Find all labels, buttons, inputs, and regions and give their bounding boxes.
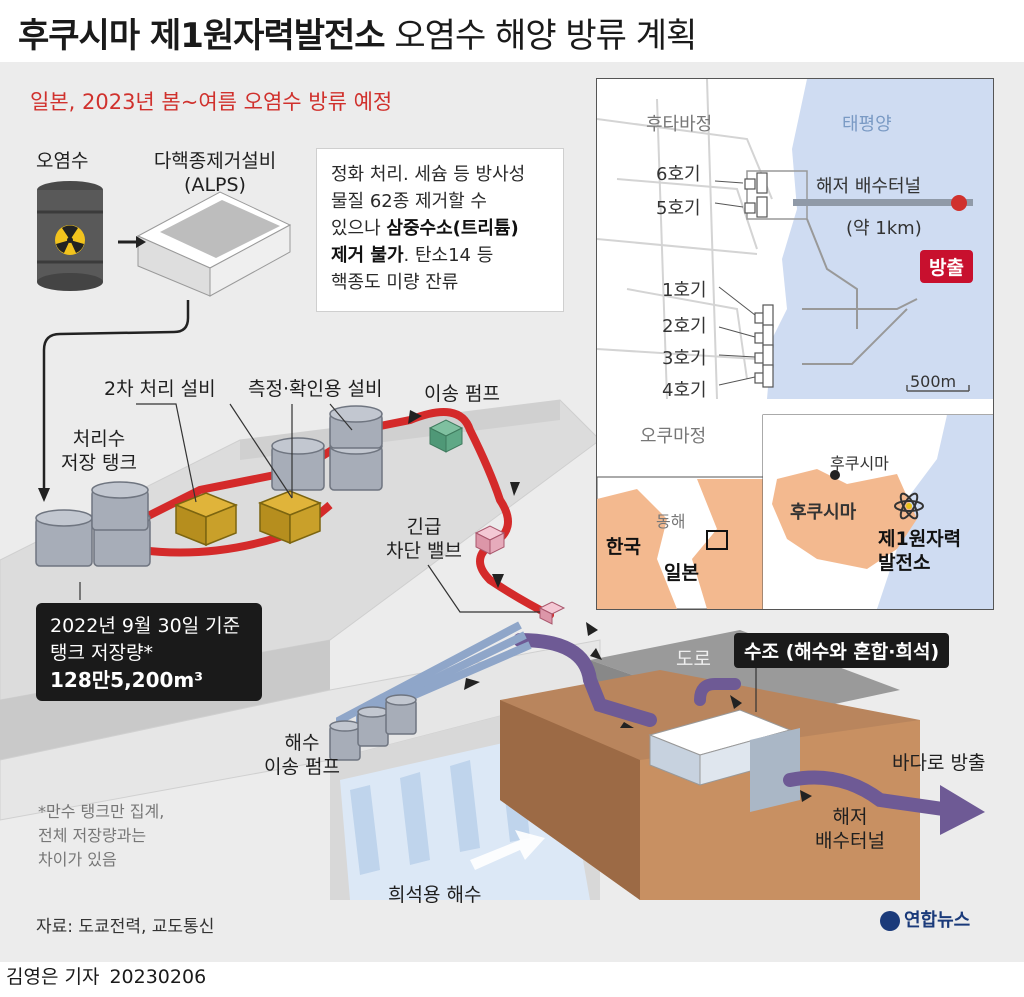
seawater-pump-label: 해수 이송 펌프 bbox=[252, 732, 352, 780]
tank-info-line1: 2022년 9월 30일 기준 bbox=[50, 615, 241, 637]
alps-label: 다핵종제거설비 (ALPS) bbox=[140, 150, 290, 198]
map-east-sea: 동해 bbox=[656, 512, 686, 531]
map-futaba: 후타바정 bbox=[646, 114, 713, 135]
note-line4-bold: 제거 불가 bbox=[331, 245, 404, 266]
map-plant-line2: 발전소 bbox=[878, 551, 931, 574]
note-line4: 제거 불가. 탄소14 등 bbox=[331, 242, 549, 269]
note-line2: 물질 62종 제거할 수 bbox=[331, 191, 487, 212]
byline-date: 20230206 bbox=[109, 966, 207, 988]
storage-tank-label: 처리수 저장 탱크 bbox=[44, 428, 154, 476]
footnote-line1: *만수 탱크만 집계, bbox=[38, 802, 165, 821]
byline-reporter: 김영은 기자 bbox=[6, 966, 100, 988]
footnote: *만수 탱크만 집계, 전체 저장량과는 차이가 있음 bbox=[38, 800, 164, 872]
map-okuma: 오쿠마정 bbox=[640, 426, 707, 447]
contaminated-water-label: 오염수 bbox=[36, 150, 89, 172]
seawater-pump-line2: 이송 펌프 bbox=[264, 755, 340, 778]
source: 자료: 도쿄전력, 교도통신 bbox=[36, 917, 215, 937]
map-unit2: 2호기 bbox=[662, 316, 707, 337]
tank-storage-info: 2022년 9월 30일 기준 탱크 저장량* 128만5,200m³ bbox=[36, 603, 262, 701]
emergency-valve-line2: 차단 밸브 bbox=[386, 539, 462, 562]
yonhap-logo: 연합뉴스 bbox=[880, 906, 970, 932]
map-unit3: 3호기 bbox=[662, 348, 707, 369]
note-line5: 핵종도 미량 잔류 bbox=[331, 272, 459, 293]
page-title: 후쿠시마 제1원자력발전소 오염수 해양 방류 계획 bbox=[18, 8, 697, 57]
map-pacific: 태평양 bbox=[842, 114, 892, 135]
note-line3: 있으나 삼중수소(트리튬) bbox=[331, 215, 549, 242]
footnote-line2: 전체 저장량과는 bbox=[38, 826, 147, 845]
road-label: 도로 bbox=[676, 648, 711, 670]
alps-label-line2: (ALPS) bbox=[184, 173, 246, 196]
secondary-treatment-label: 2차 처리 설비 bbox=[104, 378, 216, 400]
measurement-label: 측정·확인용 설비 bbox=[248, 378, 383, 400]
title-bold: 후쿠시마 제1원자력발전소 bbox=[18, 16, 386, 56]
emergency-valve-label: 긴급 차단 밸브 bbox=[382, 516, 466, 564]
footnote-line3: 차이가 있음 bbox=[38, 850, 117, 869]
alps-label-line1: 다핵종제거설비 bbox=[153, 150, 277, 172]
note-line3-pre: 있으나 bbox=[331, 218, 387, 239]
map-tunnel-length: (약 1km) bbox=[846, 218, 922, 239]
map-korea: 한국 bbox=[606, 536, 641, 558]
map-plant-label: 제1원자력 발전소 bbox=[878, 528, 961, 576]
subtitle: 일본, 2023년 봄~여름 오염수 방류 예정 bbox=[30, 90, 393, 114]
map-tunnel-label: 해저 배수터널 bbox=[816, 176, 922, 197]
alps-note: 정화 처리. 세슘 등 방사성 물질 62종 제거할 수 있으나 삼중수소(트리… bbox=[316, 148, 564, 312]
map-unit1: 1호기 bbox=[662, 280, 707, 301]
tank-info-line2: 탱크 저장량* bbox=[50, 641, 153, 664]
map-japan: 일본 bbox=[664, 562, 699, 584]
map-fukushima-pref: 후쿠시마 bbox=[790, 502, 857, 523]
dilution-seawater-label: 희석용 해수 bbox=[388, 884, 482, 906]
transfer-pump-label: 이송 펌프 bbox=[424, 383, 500, 405]
map-unit5: 5호기 bbox=[656, 198, 701, 219]
water-tank-label: 수조 (해수와 혼합·희석) bbox=[734, 633, 950, 668]
storage-tank-line1: 처리수 bbox=[72, 428, 126, 450]
yonhap-logo-icon bbox=[880, 911, 900, 931]
map-scale: 500m bbox=[910, 372, 957, 391]
plant-map bbox=[596, 78, 994, 610]
storage-tank-line2: 저장 탱크 bbox=[61, 451, 137, 474]
discharge-to-sea-label: 바다로 방출 bbox=[892, 752, 986, 774]
note-line1: 정화 처리. 세슘 등 방사성 bbox=[331, 164, 526, 185]
tank-info-value: 128만5,200m³ bbox=[50, 668, 204, 693]
undersea-tunnel-line1: 해저 bbox=[832, 806, 868, 828]
undersea-tunnel-label: 해저 배수터널 bbox=[800, 806, 900, 854]
map-fukushima-city: 후쿠시마 bbox=[830, 454, 889, 473]
emergency-valve-line1: 긴급 bbox=[406, 516, 442, 538]
title-light: 오염수 해양 방류 계획 bbox=[394, 16, 697, 56]
byline: 김영은 기자 20230206 bbox=[6, 962, 206, 989]
map-unit6: 6호기 bbox=[656, 164, 701, 185]
map-plant-line1: 제1원자력 bbox=[878, 528, 962, 550]
yonhap-logo-text: 연합뉴스 bbox=[904, 910, 971, 931]
seawater-pump-line1: 해수 bbox=[284, 732, 320, 754]
note-line4-post: . 탄소14 등 bbox=[403, 245, 494, 266]
map-unit4: 4호기 bbox=[662, 380, 707, 401]
map-discharge-badge: 방출 bbox=[920, 250, 973, 283]
note-line3-bold: 삼중수소(트리튬) bbox=[386, 218, 519, 239]
undersea-tunnel-line2: 배수터널 bbox=[815, 829, 885, 852]
